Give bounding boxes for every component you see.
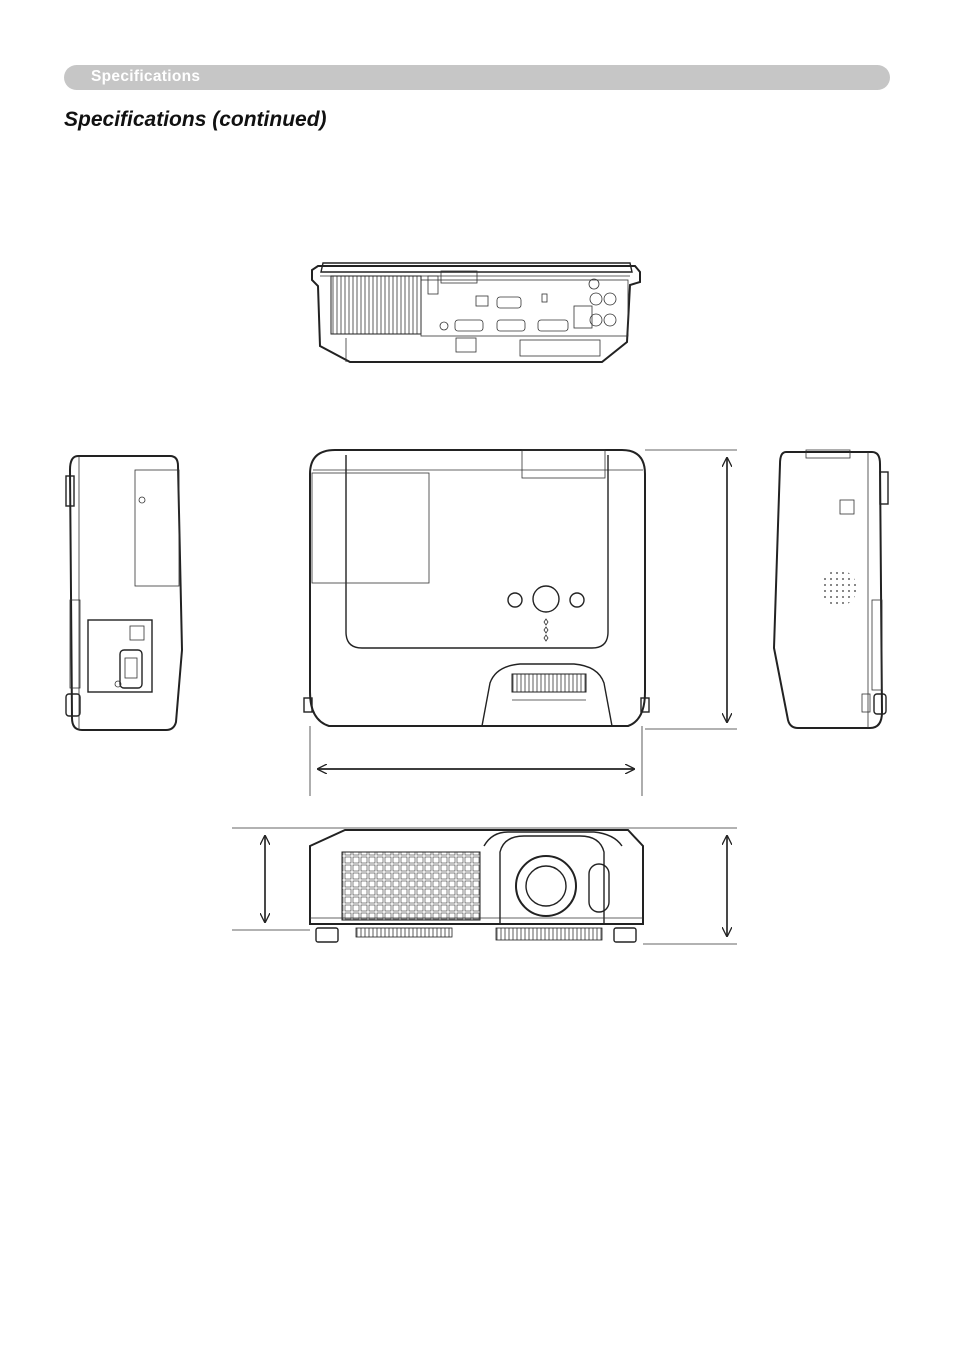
top-view bbox=[304, 450, 737, 796]
right-side-view bbox=[774, 450, 888, 728]
left-side-view bbox=[66, 456, 182, 730]
front-view bbox=[232, 828, 737, 944]
rear-view bbox=[312, 263, 640, 362]
